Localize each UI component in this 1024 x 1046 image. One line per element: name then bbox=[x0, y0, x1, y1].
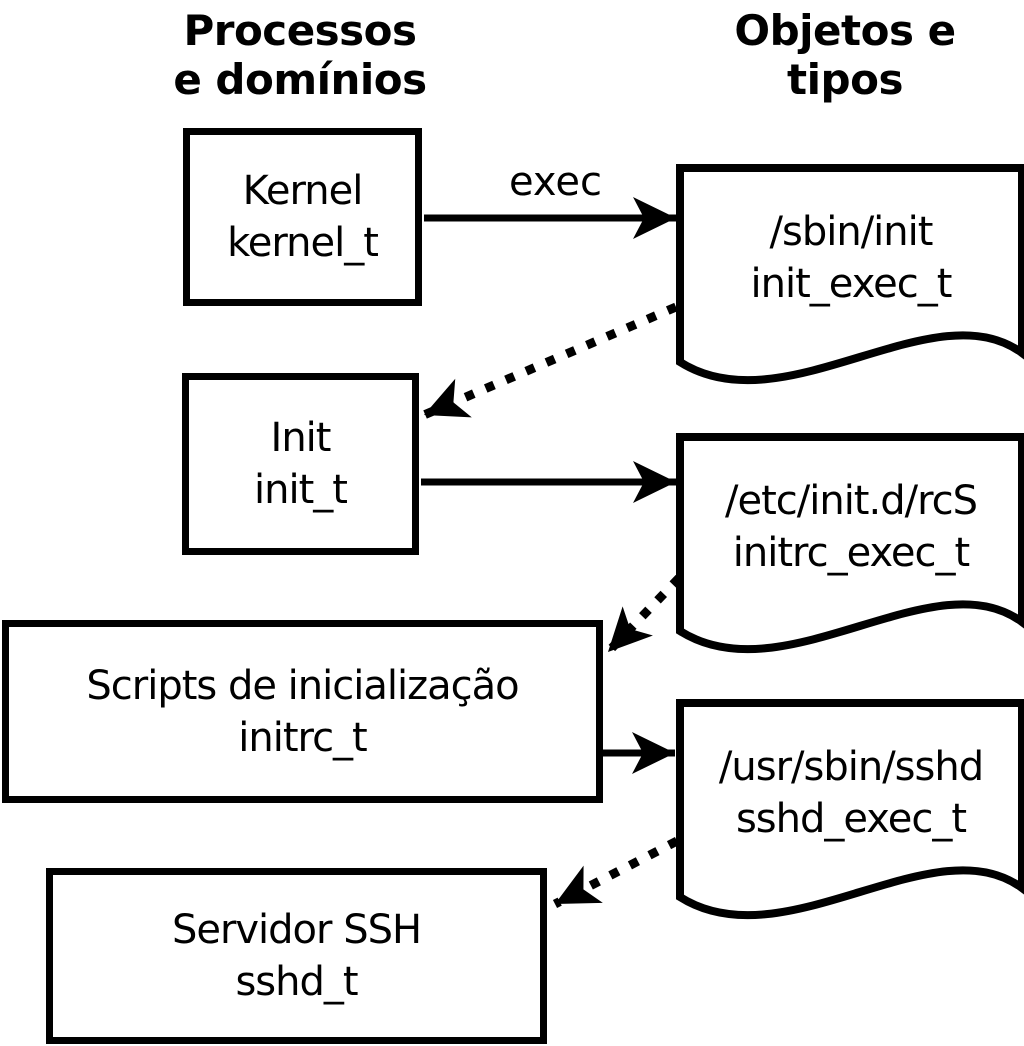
process-box-sshd: Servidor SSH sshd_t bbox=[46, 868, 547, 1044]
document-shape-etc-initd-rcs bbox=[676, 433, 1024, 654]
file-path: /usr/sbin/sshd bbox=[718, 744, 984, 790]
file-type: init_exec_t bbox=[750, 261, 953, 307]
column-header-objects: Objetos e tipos bbox=[645, 6, 1024, 104]
process-box-init: Init init_t bbox=[182, 373, 419, 555]
file-path: /sbin/init bbox=[769, 209, 934, 255]
process-label: Scripts de inicialização bbox=[86, 662, 519, 709]
transition-arrow-etc-initd-rcs-to-initrc bbox=[604, 574, 683, 656]
process-box-kernel: Kernel kernel_t bbox=[183, 128, 422, 306]
file-object-etc-initd-rcs: /etc/init.d/rcS initrc_exec_t bbox=[680, 439, 1022, 615]
process-domain: kernel_t bbox=[227, 220, 379, 266]
exec-arrow-label: exec bbox=[509, 159, 602, 205]
process-domain: sshd_t bbox=[235, 959, 358, 1005]
process-domain: initrc_t bbox=[238, 714, 368, 761]
transition-arrow-sbin-init-to-init bbox=[422, 302, 678, 420]
file-object-usr-sbin-sshd: /usr/sbin/sshd sshd_exec_t bbox=[680, 705, 1022, 881]
column-header-processes-line2: e domínios bbox=[173, 55, 427, 104]
process-box-initrc: Scripts de inicialização initrc_t bbox=[2, 620, 603, 803]
document-outline-icon bbox=[676, 164, 1024, 385]
document-outline-icon bbox=[676, 699, 1024, 920]
column-header-objects-line1: Objetos e bbox=[734, 6, 956, 55]
process-domain: init_t bbox=[254, 467, 348, 513]
file-type: initrc_exec_t bbox=[732, 530, 970, 576]
process-label: Init bbox=[270, 415, 332, 461]
column-header-objects-line2: tipos bbox=[787, 55, 903, 104]
column-header-processes-line1: Processos bbox=[183, 6, 417, 55]
document-shape-usr-sbin-sshd bbox=[676, 699, 1024, 920]
file-path: /etc/init.d/rcS bbox=[724, 478, 978, 524]
process-label: Kernel bbox=[242, 168, 364, 214]
process-label: Servidor SSH bbox=[171, 907, 422, 953]
transition-arrow-usr-sbin-sshd-to-sshd bbox=[552, 837, 680, 908]
file-type: sshd_exec_t bbox=[735, 796, 967, 842]
file-object-sbin-init: /sbin/init init_exec_t bbox=[680, 170, 1022, 346]
document-outline-icon bbox=[676, 433, 1024, 654]
column-header-processes: Processos e domínios bbox=[100, 6, 500, 104]
document-shape-sbin-init bbox=[676, 164, 1024, 385]
